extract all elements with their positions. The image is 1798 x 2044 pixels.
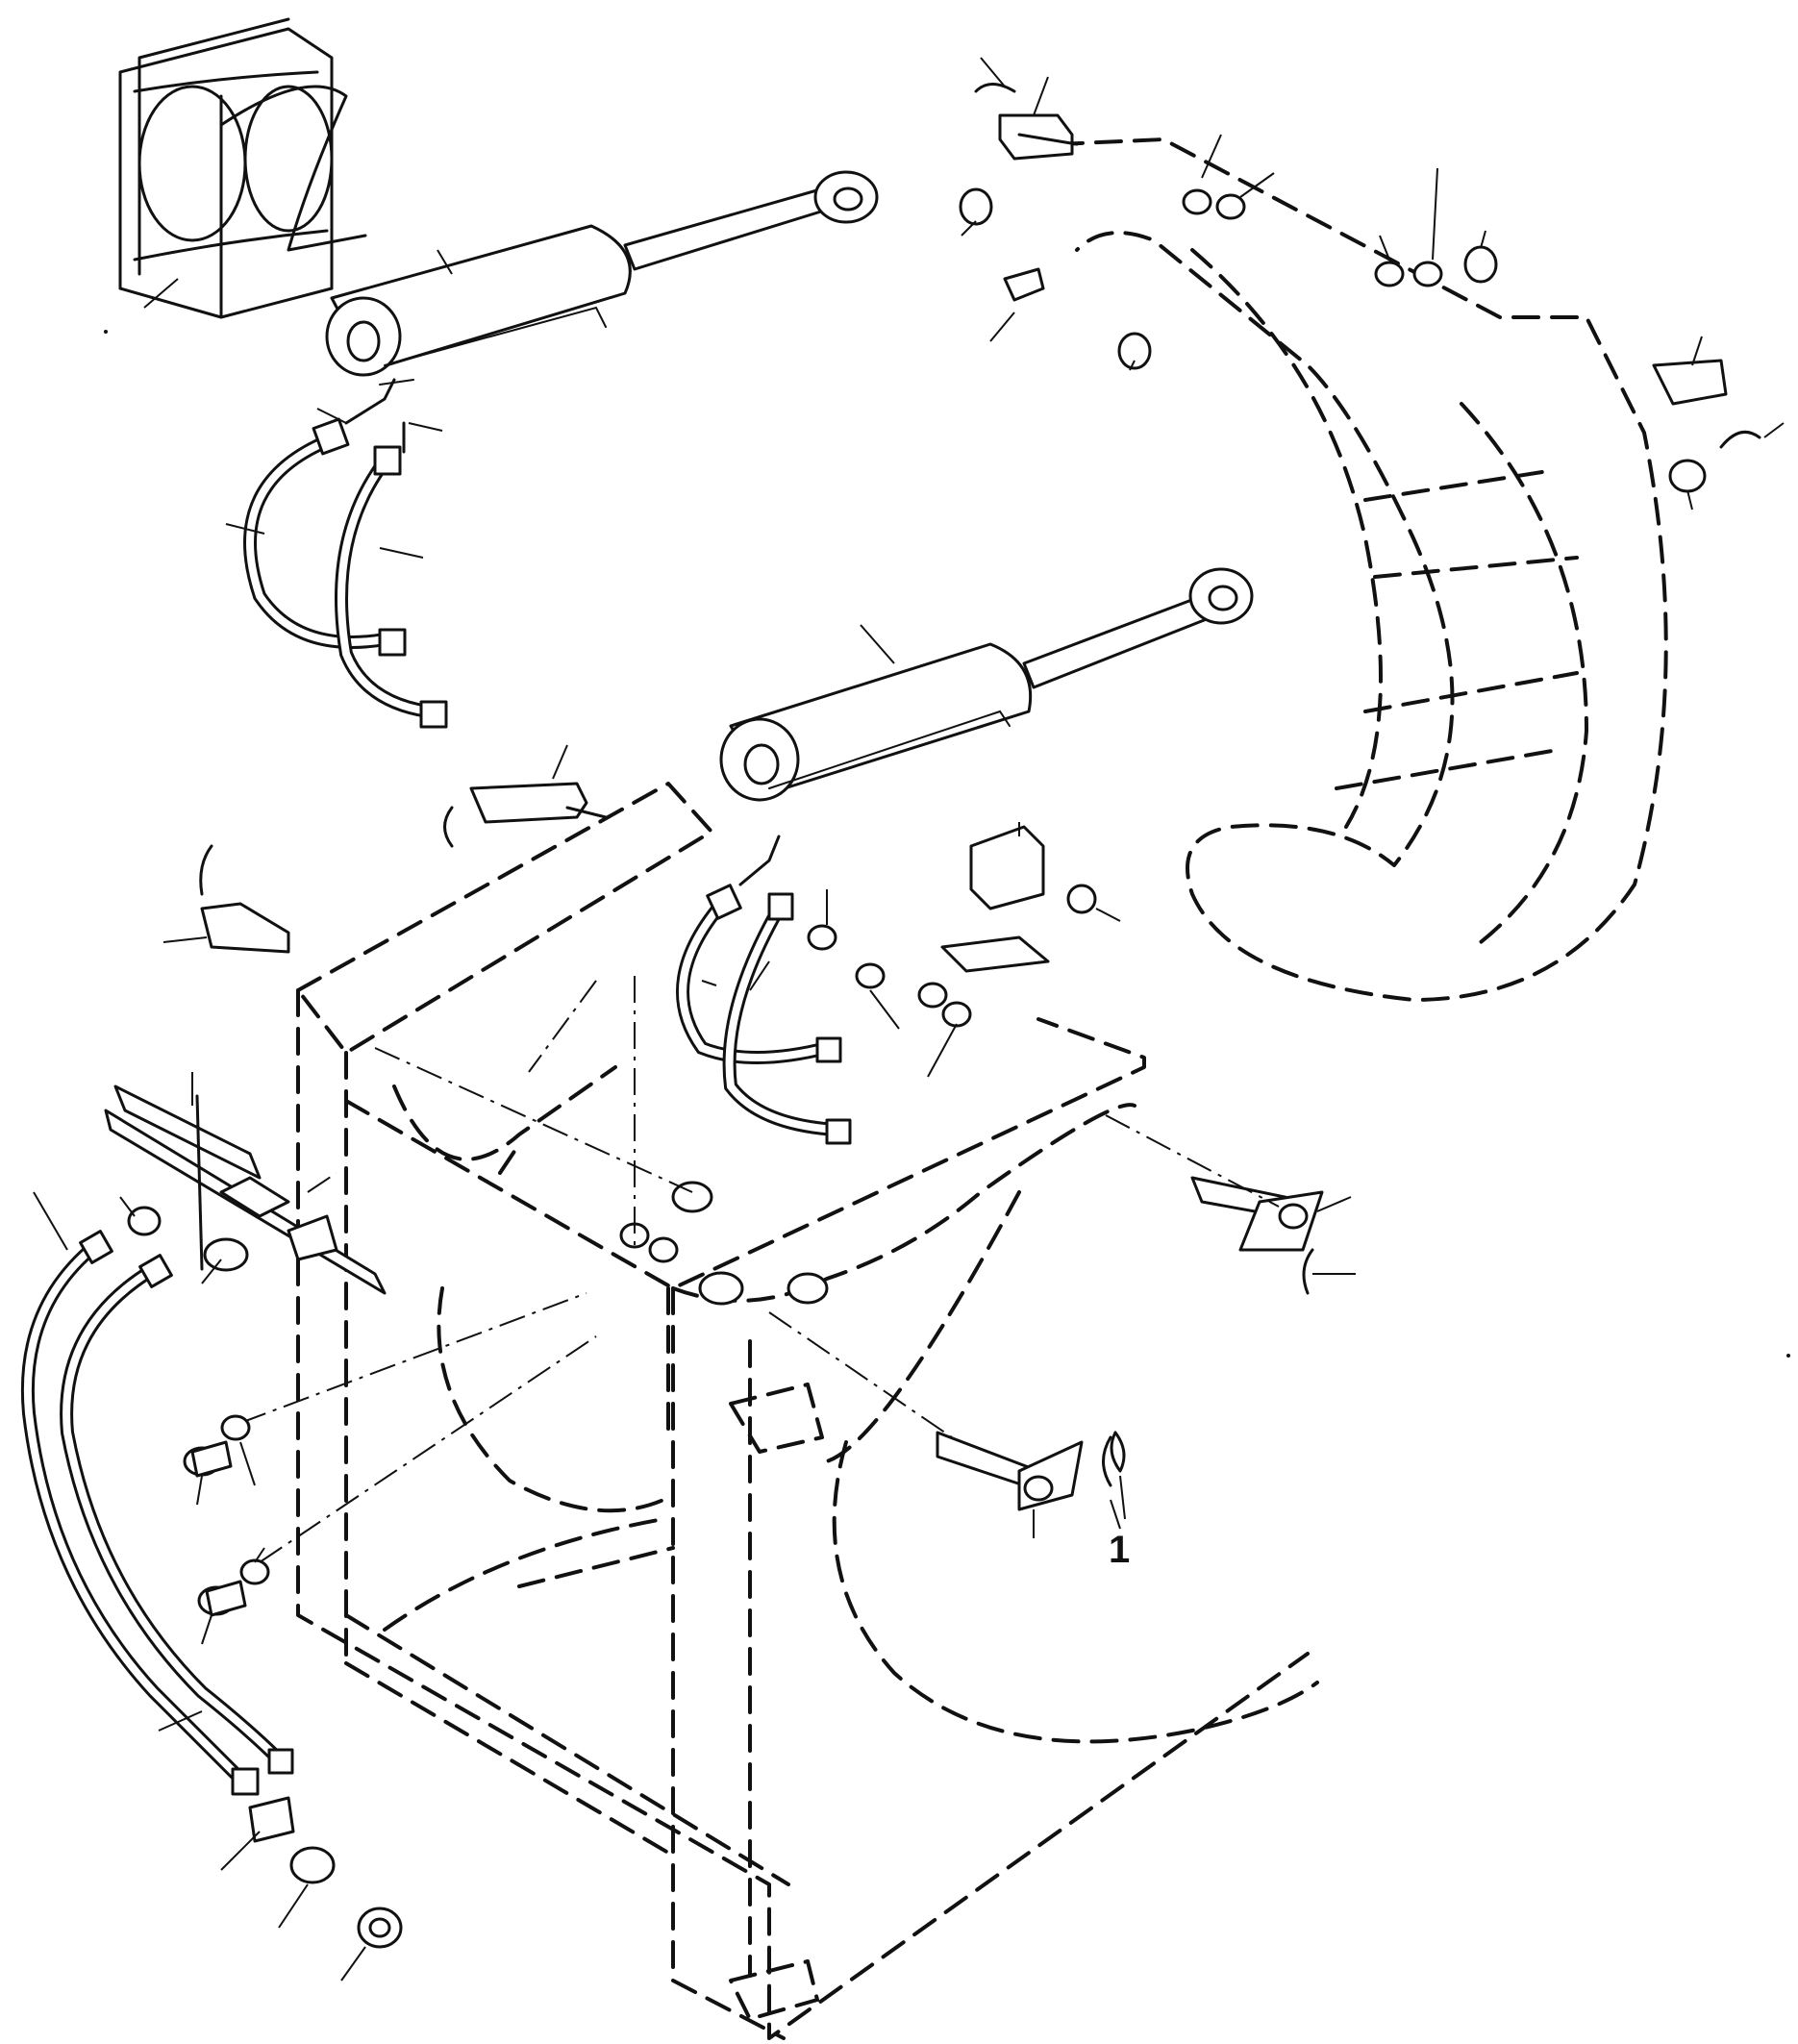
lower-hydraulic-cylinder bbox=[719, 567, 1254, 802]
frame-bolts bbox=[183, 1414, 270, 1617]
upper-pin-hardware bbox=[959, 83, 1761, 493]
lower-pin-hardware bbox=[469, 782, 1097, 1028]
lower-hoses bbox=[676, 835, 852, 1145]
main-frame-outline bbox=[296, 782, 1319, 2040]
split-pin-part bbox=[1110, 1431, 1126, 1473]
upper-hydraulic-cylinder bbox=[325, 170, 879, 386]
part-callout-label: 1 bbox=[1109, 1529, 1130, 1571]
lower-left-hoses bbox=[20, 1230, 403, 1949]
center-lines bbox=[239, 976, 1280, 1563]
clamp-arm-outline bbox=[1056, 137, 1668, 1002]
upper-hoses bbox=[243, 378, 448, 729]
frame-pin-hardware bbox=[199, 806, 1324, 1511]
assembly-thumbnail bbox=[118, 17, 367, 319]
valve-block-assembly bbox=[104, 1084, 387, 1295]
